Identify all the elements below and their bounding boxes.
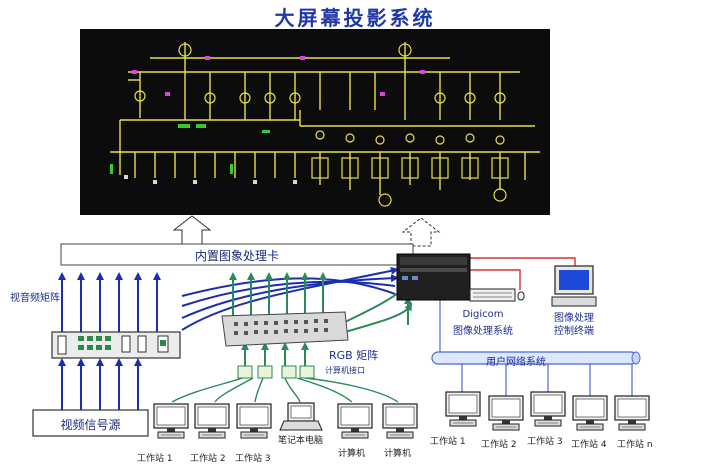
workstation-icon-left-2: [194, 403, 230, 439]
workstation-icon-right-n: [614, 395, 650, 431]
network-label: 用户网络系统: [486, 357, 546, 368]
video-source-box: [32, 409, 149, 437]
right-workstation-label-4: 工作站 4: [571, 440, 607, 450]
video-source-label: 视频信号源: [60, 418, 121, 432]
av-matrix-label: 视音频矩阵: [10, 293, 60, 304]
schematic-markers: [124, 175, 297, 184]
digicom-to-screen-arrow: [401, 217, 441, 247]
digicom-label-2: 图像处理系统: [453, 326, 513, 337]
server-icon: [396, 253, 471, 301]
schematic-green-elements: [110, 124, 270, 174]
av-matrix-device: [51, 331, 181, 359]
control-terminal-label-2: 控制终端: [554, 326, 594, 337]
computer-label-1: 计算机: [338, 449, 366, 459]
card-label: 内置图象处理卡: [194, 249, 279, 263]
left-workstation-label-3: 工作站 3: [235, 454, 271, 464]
big-screen-display: [80, 29, 550, 215]
green-workstation-lines: [171, 377, 399, 403]
control-terminal-icon: [551, 265, 597, 307]
computer-label-2: 计算机: [384, 449, 412, 459]
computer-icon-2: [382, 403, 418, 439]
right-workstation-label-2: 工作站 2: [481, 440, 517, 450]
digicom-label-1: Digicom: [462, 309, 504, 320]
control-terminal-label-1: 图像处理: [554, 313, 594, 324]
diagram-title: 大屏幕投影系统: [274, 6, 436, 30]
workstation-icon-left-1: [153, 403, 189, 439]
left-workstation-label-1: 工作站 1: [137, 454, 173, 464]
keyboard-icon: [469, 288, 525, 302]
pc-interface-boxes: [237, 365, 315, 379]
blue-signal-arrows: [58, 272, 161, 410]
pc-interface-label: 计算机接口: [325, 366, 365, 375]
green-rgb-arrows: [229, 272, 327, 366]
schematic-highlights: [132, 56, 425, 96]
laptop-icon: [279, 402, 323, 431]
workstation-icon-right-3: [530, 391, 566, 427]
rgb-matrix-device: [221, 311, 349, 347]
laptop-label: 笔记本电脑: [278, 436, 324, 446]
workstation-icon-right-4: [572, 395, 608, 431]
workstation-icon-right-2: [488, 395, 524, 431]
right-workstation-label-1: 工作站 1: [430, 437, 466, 447]
rgb-matrix-label: RGB 矩阵: [329, 349, 379, 362]
network-pipe-icon: [431, 351, 641, 365]
workstation-icon-right-1: [445, 391, 481, 427]
schematic-components: [134, 43, 509, 207]
left-workstation-label-2: 工作站 2: [190, 454, 226, 464]
network-drops: [461, 364, 633, 396]
computer-icon-1: [337, 403, 373, 439]
workstation-icon-left-3: [236, 403, 272, 439]
blue-to-digicom-lines: [181, 266, 399, 331]
card-to-screen-arrow: [172, 215, 212, 247]
right-workstation-label-3: 工作站 3: [527, 437, 563, 447]
right-workstation-label-n: 工作站 n: [617, 440, 653, 450]
